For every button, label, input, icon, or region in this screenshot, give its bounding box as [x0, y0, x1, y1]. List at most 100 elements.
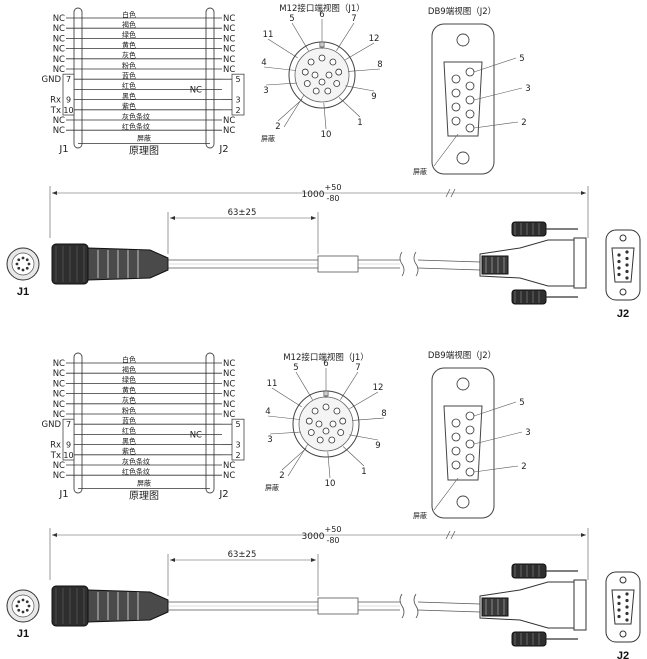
wire-row: 黑色 — [66, 436, 222, 445]
m12-shield-label: 屏蔽 — [265, 483, 279, 492]
wire-color-label: 灰色条纹 — [122, 112, 150, 121]
j2-pin-number: 5 — [235, 420, 240, 429]
dim-arrow — [581, 533, 586, 537]
m12-leader — [340, 371, 359, 400]
break-mark — [399, 593, 405, 619]
m12-pin-label: 5 — [289, 14, 294, 24]
m12-leader — [271, 387, 302, 408]
nc-label: NC — [190, 430, 202, 440]
j1-label: J1 — [58, 489, 68, 500]
nc-label: NC — [223, 55, 235, 65]
j2-pin — [625, 250, 629, 254]
m12-leader — [277, 99, 303, 122]
j1-pin-number: 7 — [66, 420, 71, 429]
m12-pin-label: 12 — [369, 34, 380, 44]
db9-pin — [465, 439, 475, 449]
j1-pin-box — [62, 418, 75, 461]
m12-leader — [327, 451, 331, 479]
wire-row: 蓝色 — [66, 416, 222, 425]
db9-pin — [465, 425, 475, 435]
break-mark — [445, 530, 456, 540]
strain-relief — [481, 255, 509, 275]
j2-pin-box — [231, 418, 245, 461]
nc-label: NC — [223, 14, 235, 24]
signal-label: Rx — [50, 96, 61, 106]
m12-leader — [345, 42, 375, 60]
nc-label: NC — [223, 34, 235, 44]
db9-pin — [451, 446, 461, 456]
db9-shell — [443, 405, 483, 481]
m12-pin-label: 5 — [293, 363, 298, 373]
db9-plug-face — [573, 579, 587, 631]
signal-label: GND — [42, 420, 62, 430]
nc-label: NC — [223, 461, 235, 471]
j1-face-pin — [21, 256, 25, 260]
wire-color-label: 红色 — [122, 81, 136, 90]
m12-pin-socket — [307, 429, 315, 436]
j2-label: J2 — [218, 144, 228, 155]
dim-arrow — [311, 216, 316, 220]
j2-pin — [625, 269, 629, 274]
dim-arrow — [170, 558, 175, 562]
j1-pin-number: 10 — [63, 451, 73, 460]
j1-cable-label: J1 — [17, 286, 29, 298]
j2-pin-number: 5 — [235, 75, 240, 84]
break-mark — [413, 593, 419, 619]
m12-pin-label: 1 — [357, 118, 362, 128]
m12-leader — [336, 22, 355, 51]
m12-pin-socket — [324, 87, 332, 95]
dim-arrow — [311, 558, 316, 562]
m12-pin-label: 7 — [355, 363, 360, 373]
wire-color-label: 黄色 — [122, 40, 136, 49]
j2-pin — [625, 598, 629, 603]
m12-pin-label: 1 — [361, 467, 366, 477]
stub-length: 63±25 — [228, 550, 257, 560]
j2-pin — [625, 605, 629, 609]
db9-mount-hole — [456, 151, 470, 165]
j2-mount-hole — [619, 576, 627, 584]
db9-pin — [465, 67, 475, 77]
schematic-caption: 原理图 — [129, 490, 159, 502]
m12-pin-socket — [311, 71, 319, 79]
m12-leader — [352, 417, 385, 421]
j1-face-pin — [21, 598, 25, 602]
m12-shield-leader — [283, 94, 305, 128]
m12-leader — [263, 66, 296, 71]
db9-shield-leader — [433, 133, 459, 167]
m12-leader — [267, 415, 300, 420]
m12-pin-socket — [316, 436, 324, 444]
m12-leader — [349, 434, 379, 441]
m12-pin-socket — [337, 429, 345, 436]
j2-pin-number: 2 — [235, 451, 240, 460]
db9-pin — [465, 411, 475, 421]
j2-connector-bar — [205, 352, 215, 494]
wire-color-label: 黄色 — [122, 385, 136, 394]
nc-label: NC — [190, 85, 202, 95]
nc-label: NC — [53, 24, 65, 34]
m12-pin-label: 11 — [267, 379, 278, 389]
db9-pin-label: 3 — [525, 428, 530, 438]
signal-label: Rx — [50, 441, 61, 451]
m12-leader — [349, 391, 379, 409]
j2-pin — [625, 611, 629, 616]
total-length: 1000 — [302, 190, 325, 200]
db9-leader — [473, 57, 517, 73]
j2-mount-hole — [619, 234, 627, 242]
db9-mount-hole — [456, 33, 470, 47]
m12-pin-label: 8 — [377, 60, 382, 70]
tolerance-minus: -80 — [326, 536, 339, 545]
thumbscrew-bottom — [511, 289, 547, 305]
wire-color-label: 粉色 — [122, 61, 136, 70]
m12-leader — [295, 371, 313, 400]
strain-relief — [481, 597, 509, 617]
j1-face-pin — [17, 258, 21, 262]
db9-pin — [465, 81, 475, 91]
m12-pin-socket — [322, 403, 330, 411]
nc-label: NC — [223, 116, 235, 126]
